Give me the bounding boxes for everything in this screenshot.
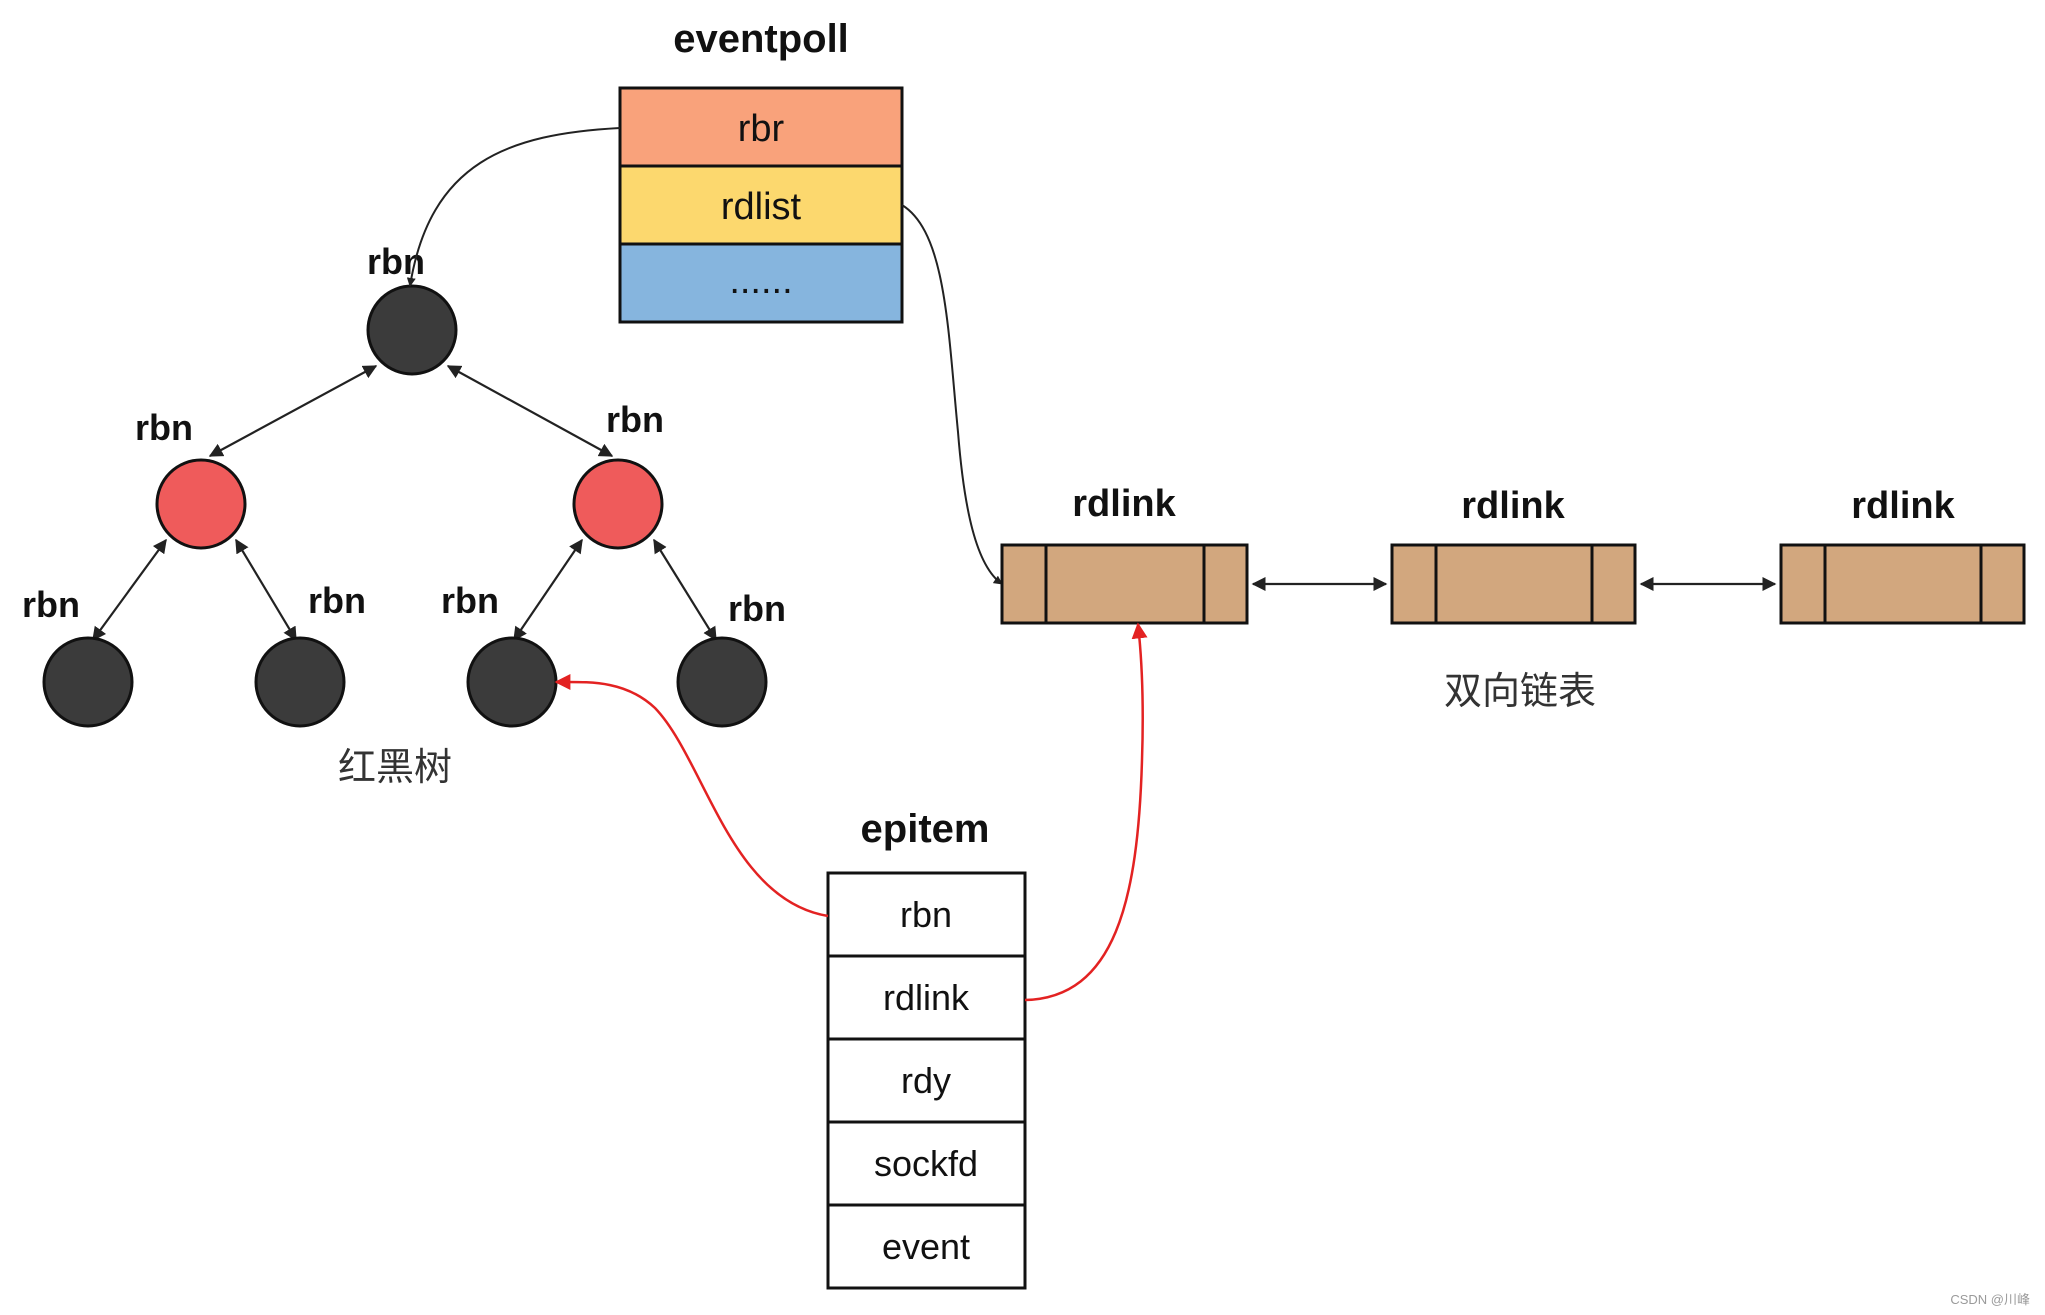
tree-node-root-label: rbn — [367, 241, 425, 282]
tree-node-right-right-label: rbn — [728, 588, 786, 629]
list-node-3 — [1779, 543, 2026, 625]
tree-edge-root-right — [446, 365, 614, 457]
epitem-struct: epitem rbn rdlink rdy sockfd event — [826, 807, 1027, 1290]
tree-edge-left-leftleft — [92, 538, 167, 642]
epitem-field-event: event — [882, 1226, 970, 1267]
eventpoll-field-rbr-box — [618, 86, 904, 168]
epitem-title: epitem — [861, 807, 990, 851]
epitem-field-rdlink-box — [826, 954, 1027, 1041]
list-node-1 — [1000, 543, 1249, 625]
tree-node-left-right — [254, 636, 346, 728]
arrow-epitem-rbn-to-tree — [554, 673, 829, 918]
tree-edge-left-leftright — [235, 538, 297, 642]
tree-node-left-left — [42, 636, 134, 728]
tree-node-right-left — [466, 636, 558, 728]
tree-node-left-label: rbn — [135, 407, 193, 448]
tree-node-right-label: rbn — [606, 399, 664, 440]
eventpoll-field-rdlist: rdlist — [721, 186, 802, 228]
tree-node-left — [155, 458, 247, 550]
list-caption: 双向链表 — [1444, 669, 1596, 713]
eventpoll-title: eventpoll — [673, 17, 849, 61]
tree-caption: 红黑树 — [338, 745, 452, 789]
epitem-field-rdy: rdy — [901, 1060, 951, 1101]
tree-node-right-right — [676, 636, 768, 728]
list-node-2 — [1390, 543, 1637, 625]
epitem-field-rdy-box — [826, 1037, 1027, 1124]
epitem-field-event-box — [826, 1203, 1027, 1290]
epitem-field-rdlink: rdlink — [883, 977, 970, 1018]
watermark: CSDN @川峰 — [1950, 1292, 2030, 1307]
arrow-rbr-to-root — [406, 127, 621, 287]
tree-node-right — [572, 458, 664, 550]
arrow-rdlist-to-list — [901, 204, 1003, 585]
tree-node-left-right-label: rbn — [308, 580, 366, 621]
eventpoll-field-more: ...... — [729, 260, 792, 302]
epitem-field-rbn-box — [826, 871, 1027, 958]
arrow-epitem-rdlink-to-list — [1024, 622, 1148, 1002]
tree-edges — [92, 365, 717, 642]
tree-edge-right-rightright — [653, 538, 717, 642]
epitem-field-sockfd-box — [826, 1120, 1027, 1207]
tree-node-root — [366, 284, 458, 376]
list-node-2-label: rdlink — [1461, 485, 1565, 527]
eventpoll-field-rdlist-box — [618, 164, 904, 246]
eventpoll-field-more-box — [618, 242, 904, 324]
tree-edge-root-left — [208, 365, 378, 457]
list-node-1-label: rdlink — [1072, 483, 1176, 525]
tree-node-right-left-label: rbn — [441, 580, 499, 621]
eventpoll-field-rbr: rbr — [738, 108, 785, 150]
epitem-field-rbn: rbn — [900, 894, 952, 935]
red-black-tree: rbn rbn rbn rbn rbn rbn rbn 红黑树 — [22, 241, 786, 789]
eventpoll-struct: eventpoll rbr rdlist ...... — [618, 17, 904, 324]
doubly-linked-list: rdlink rdlink rdlink 双向链表 — [1000, 483, 2026, 713]
epitem-field-sockfd: sockfd — [874, 1143, 978, 1184]
list-node-3-label: rdlink — [1851, 485, 1955, 527]
tree-node-left-left-label: rbn — [22, 584, 80, 625]
tree-edge-right-rightleft — [513, 538, 583, 642]
